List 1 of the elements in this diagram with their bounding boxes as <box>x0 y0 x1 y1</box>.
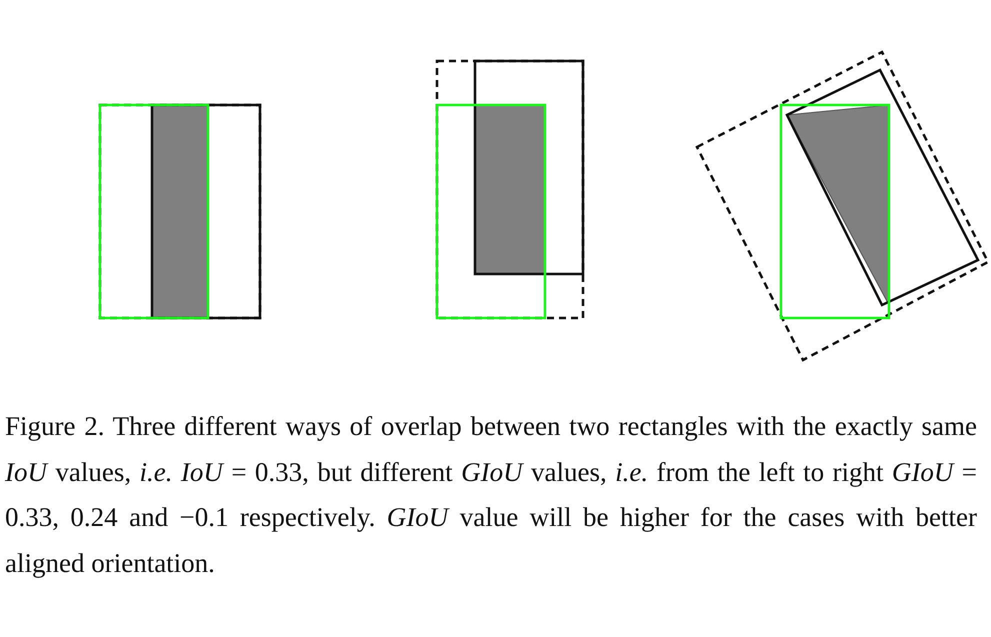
figure-caption: Figure 2. Three different ways of overlap between two rectangles with the exactly same IoU values, i.e. IoU = 0.33, but different GIoU values, i.e. from the left to right GIoU = 0.33, 0.24 and −0.1 respectively. GIoU value will be higher for the cases with better aligned orientation. <box>5 410 977 580</box>
